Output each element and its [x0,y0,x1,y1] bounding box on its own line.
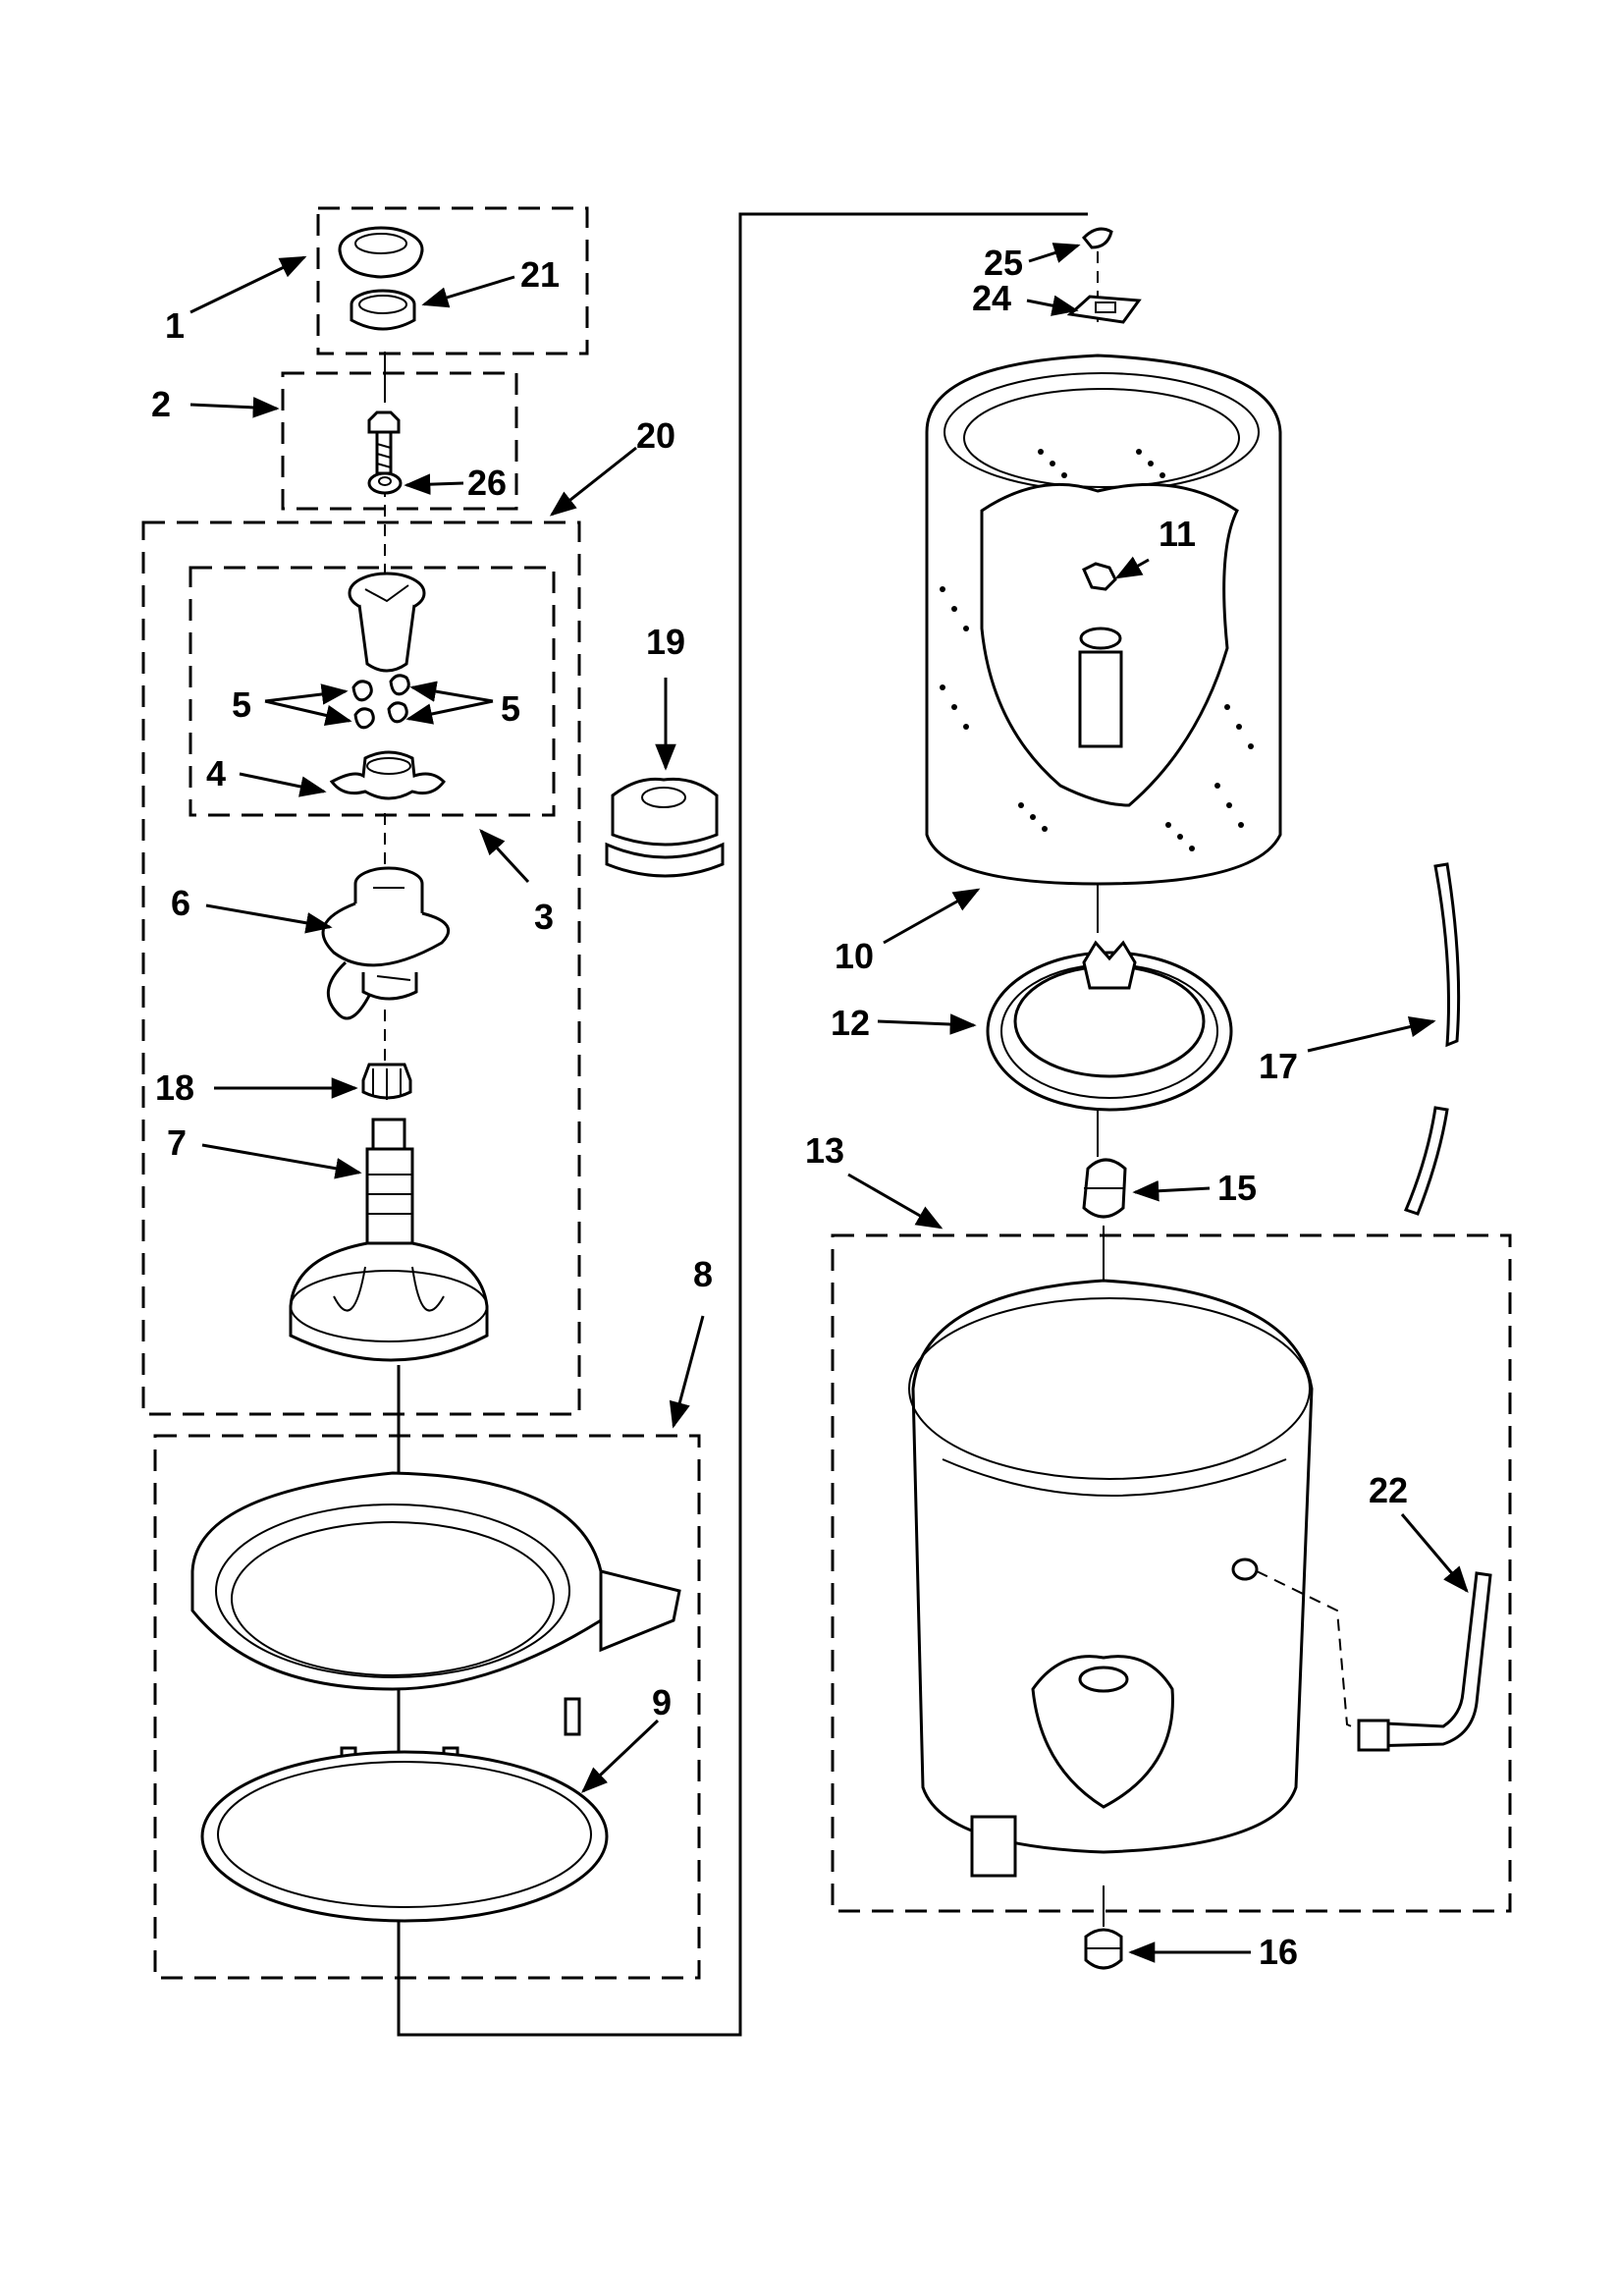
callout-7: 7 [167,1122,187,1163]
auger-icon [321,866,451,1020]
tub-bearing-icon [1084,1928,1123,1970]
arrow-7 [201,1143,362,1179]
arrow-10 [883,888,981,945]
pressure-hose-icon [1256,1570,1492,1752]
callout-16: 16 [1259,1932,1298,1972]
arrow-5-right-b [405,699,494,725]
tub-seal-icon [605,777,725,878]
callout-21: 21 [520,254,560,295]
arrow-6 [205,903,333,934]
spin-basket-icon [925,354,1282,886]
basket-drive-icon [986,940,1233,1112]
callout-17: 17 [1259,1046,1298,1086]
arrow-5-left-a [264,683,349,705]
group-box-3 [189,566,556,817]
arrow-25 [1028,243,1081,263]
callout-4: 4 [206,753,226,793]
arrow-2 [189,397,280,418]
agitator-cap-icon [338,226,424,279]
group-box-20 [141,520,581,1416]
arrow-9 [581,1719,660,1793]
arrow-11 [1114,556,1150,579]
outer-tub-icon [908,1279,1314,1878]
callout-9: 9 [652,1682,672,1722]
clamp-icon [1081,227,1113,249]
arrow-26 [404,473,464,495]
callout-2: 2 [151,384,171,424]
callout-25: 25 [984,243,1023,283]
callout-24: 24 [972,278,1011,318]
callout-11: 11 [1159,514,1196,554]
arrow-8 [669,1315,705,1429]
drive-bell-icon [361,1063,412,1100]
agitator-dog-icon [351,674,410,730]
cam-icon [329,750,446,800]
group-box-13 [831,1233,1512,1913]
callout-22: 22 [1369,1470,1408,1510]
arrow-5-right-a [409,681,494,703]
dog-insert-icon [348,572,426,673]
callout-5-left: 5 [232,684,251,725]
arrow-17 [1307,1016,1436,1053]
arrow-12 [877,1013,977,1035]
arrow-1 [189,255,307,314]
tub-ring-icon [190,1471,681,1789]
hose-icon [1403,862,1461,1216]
arrow-21 [421,275,515,308]
group-box-8 [153,1434,701,1980]
hub-icon [1082,1158,1127,1219]
ring-gasket-icon [200,1750,609,1923]
callout-19: 19 [646,622,685,662]
callout-26: 26 [467,463,507,503]
arrow-13 [847,1173,944,1230]
callout-8: 8 [693,1254,713,1294]
arrow-3 [479,829,530,884]
callout-5-right: 5 [501,688,520,729]
bolt-icon [367,410,401,475]
callout-13: 13 [805,1130,844,1171]
arrow-5-left-b [264,699,352,727]
agitator-base-icon [289,1118,489,1362]
arrow-15 [1132,1179,1211,1202]
arrow-22 [1400,1513,1469,1594]
callout-18: 18 [155,1067,194,1108]
callout-20: 20 [636,415,675,456]
callout-3: 3 [534,897,554,937]
callout-6: 6 [171,883,190,923]
callout-10: 10 [835,936,874,976]
group-box-1 [316,206,589,355]
clip-icon [1066,295,1142,324]
callout-1: 1 [165,305,185,346]
arrow-4 [239,772,327,797]
basket-holes [940,449,1254,851]
group-box-2 [281,371,518,511]
washer-icon [367,471,403,495]
callout-12: 12 [831,1003,870,1043]
callout-15: 15 [1217,1168,1257,1208]
arrow-20 [549,446,637,517]
arrow-24 [1026,295,1079,316]
seal-ring-icon [350,289,416,331]
